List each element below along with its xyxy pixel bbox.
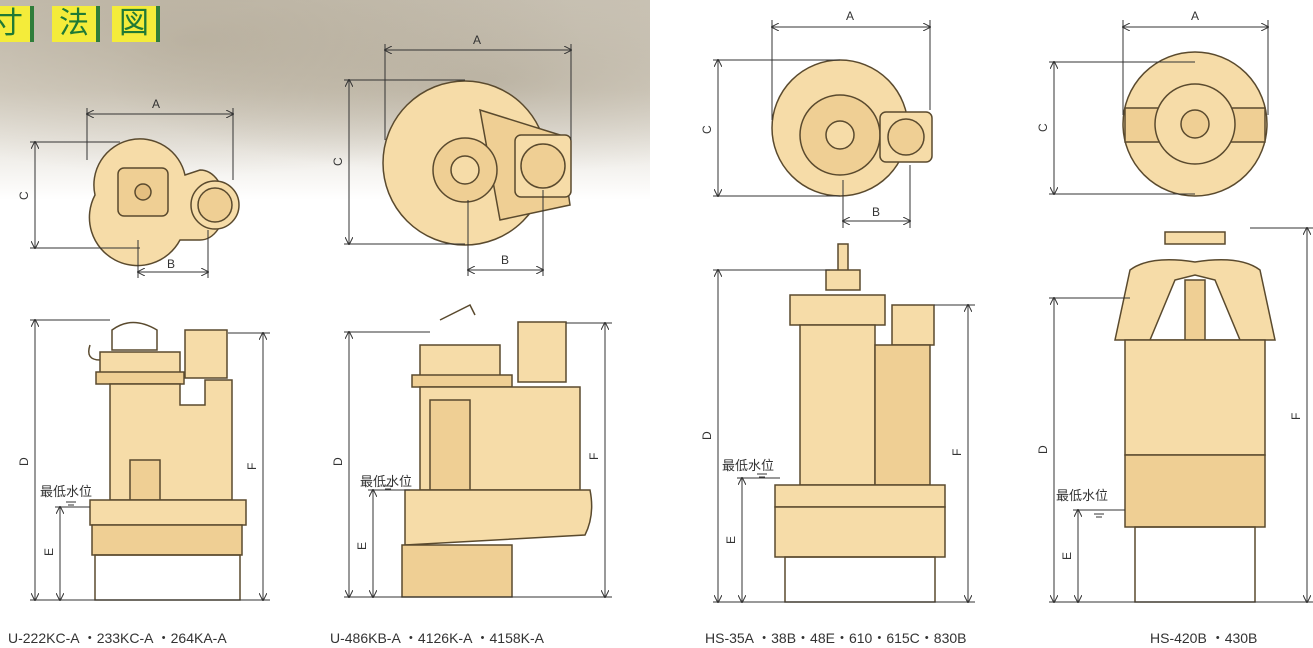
caption-pump2: U-486KB-A ・4126K-A ・4158K-A — [330, 630, 545, 646]
p2-label-d: D — [331, 457, 345, 466]
p1-water-level: 最低水位 — [40, 485, 92, 500]
pump1-top-dims — [30, 108, 233, 278]
pump3-side-dims — [713, 270, 975, 602]
p3-label-d: D — [700, 431, 714, 440]
pump3-top-view — [771, 59, 933, 197]
pump2-side-dims — [344, 323, 612, 597]
p4-label-a: A — [1191, 9, 1199, 23]
pump2-top-view — [382, 80, 572, 246]
pump4-top-view — [1122, 51, 1268, 197]
p3-label-b: B — [872, 205, 880, 219]
p2-label-b: B — [501, 253, 509, 267]
pump1-top-view — [88, 138, 240, 267]
p2-label-e: E — [355, 542, 369, 550]
p2-label-a: A — [473, 33, 481, 47]
p2-label-f: F — [587, 453, 601, 460]
pump4-side-dims — [1049, 228, 1313, 602]
pump1-side-view — [88, 321, 247, 601]
p4-label-e: E — [1060, 552, 1074, 560]
title-char-3: 図 — [112, 6, 160, 42]
caption-pump3: HS-35A ・38B・48E・610・615C・830B — [705, 630, 967, 646]
p1-label-b: B — [167, 257, 175, 271]
p3-label-a: A — [846, 9, 854, 23]
p3-label-e: E — [724, 536, 738, 544]
p1-label-a: A — [152, 97, 160, 111]
title-char-2: 法 — [52, 6, 100, 42]
pump2-top-dims — [344, 44, 571, 276]
p2-label-c: C — [331, 157, 345, 166]
pump3-top-dims — [713, 20, 930, 228]
p1-label-f: F — [245, 463, 259, 470]
title-char-1: 寸 — [0, 6, 34, 42]
p3-label-c: C — [700, 125, 714, 134]
p4-water-level: 最低水位 — [1056, 489, 1108, 504]
caption-pump1: U-222KC-A ・233KC-A ・264KA-A — [8, 630, 227, 646]
p1-label-e: E — [42, 548, 56, 556]
p1-label-c: C — [17, 191, 31, 200]
p1-label-d: D — [17, 457, 31, 466]
pump2-side-view — [401, 303, 593, 598]
p2-water-level: 最低水位 — [360, 475, 412, 490]
p3-water-level: 最低水位 — [722, 459, 774, 474]
pump4-top-dims — [1049, 20, 1268, 194]
pump1-side-dims — [30, 320, 270, 600]
pump3-side-view — [774, 243, 946, 603]
pump4-side-view — [1114, 231, 1276, 603]
caption-pump4: HS-420B ・430B — [1150, 630, 1258, 646]
p4-label-c: C — [1036, 123, 1050, 132]
p4-label-d: D — [1036, 445, 1050, 454]
p3-label-f: F — [950, 449, 964, 456]
p4-label-f: F — [1289, 413, 1303, 420]
